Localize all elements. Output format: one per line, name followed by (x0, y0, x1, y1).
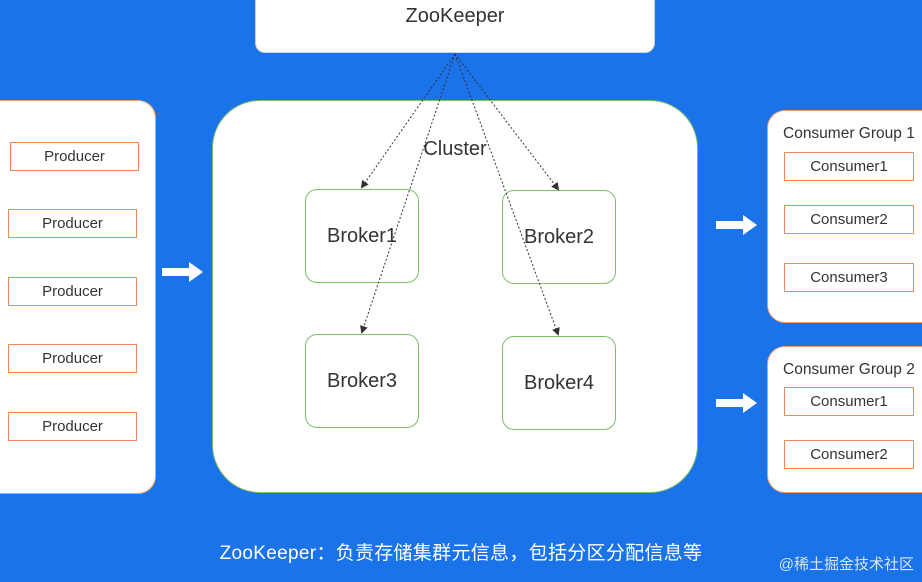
consumer-group-1: Consumer Group 1 Consumer1 Consumer2 Con… (767, 110, 922, 323)
consumer-label: Consumer1 (810, 158, 888, 175)
broker-box: Broker2 (502, 190, 616, 284)
producer-label: Producer (42, 215, 103, 232)
broker-label: Broker4 (523, 371, 595, 394)
broker-box: Broker4 (502, 336, 616, 430)
consumer-label: Consumer2 (810, 446, 888, 463)
consumer-box: Consumer1 (784, 152, 914, 181)
zookeeper-label: ZooKeeper (405, 5, 505, 27)
broker-box: Broker3 (305, 334, 419, 428)
consumer-box: Consumer2 (784, 205, 914, 234)
producer-label: Producer (42, 418, 103, 435)
watermark-text: @稀土掘金技术社区 (778, 556, 914, 573)
consumer-group-2: Consumer Group 2 Consumer1 Consumer2 (767, 346, 922, 493)
broker-label: Broker3 (326, 369, 398, 392)
producer-box: Producer (8, 277, 137, 306)
cluster-label: Cluster (423, 138, 487, 160)
consumer-label: Consumer3 (810, 269, 888, 286)
broker-label: Broker2 (523, 225, 595, 248)
consumer-box: Consumer2 (784, 440, 914, 469)
producer-label: Producer (42, 283, 103, 300)
consumer-box: Consumer1 (784, 387, 914, 416)
caption-text: ZooKeeper：负责存储集群元信息，包括分区分配信息等 (219, 543, 703, 564)
producer-label: Producer (44, 148, 105, 165)
producer-box: Producer (8, 344, 137, 373)
consumer-group-title: Consumer Group 2 (783, 361, 915, 378)
producer-box: Producer (8, 412, 137, 441)
producers-to-cluster-arrow (162, 262, 203, 282)
producer-box: Producer (10, 142, 139, 171)
zookeeper-box: ZooKeeper (255, 0, 655, 53)
consumer-group-title: Consumer Group 1 (783, 125, 915, 142)
consumer-label: Consumer2 (810, 211, 888, 228)
producer-label: Producer (42, 350, 103, 367)
consumer-box: Consumer3 (784, 263, 914, 292)
cluster-box: Cluster Broker1 Broker2 Broker3 Broker4 (212, 100, 698, 493)
broker-box: Broker1 (305, 189, 419, 283)
producer-box: Producer (8, 209, 137, 238)
cluster-to-group1-arrow (716, 215, 757, 235)
consumer-label: Consumer1 (810, 393, 888, 410)
cluster-to-group2-arrow (716, 393, 757, 413)
broker-label: Broker1 (326, 224, 398, 247)
